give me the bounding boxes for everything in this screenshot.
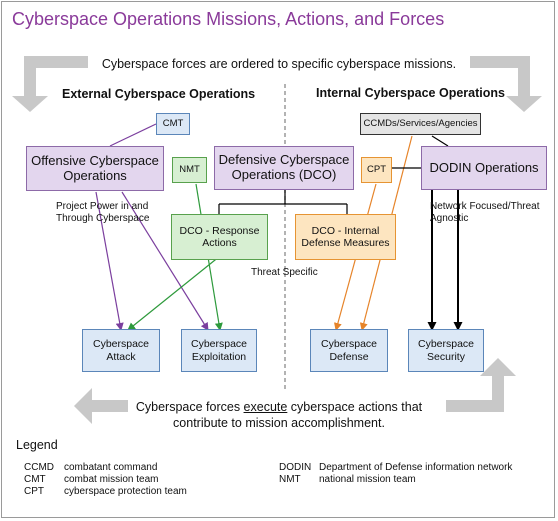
dco-node: Defensive Cyberspace Operations (DCO)	[214, 146, 354, 190]
ccmds-node: CCMDs/Services/Agencies	[360, 113, 481, 135]
top-statement: Cyberspace forces are ordered to specifi…	[101, 57, 457, 71]
legend-abbr: CMT	[24, 474, 46, 485]
project-power-label: Project Power in and Through Cyberspace	[56, 201, 150, 224]
bottom-statement-pre: Cyberspace forces	[135, 400, 244, 414]
cmt-node: CMT	[156, 113, 190, 135]
cycle-arrow-top-right	[470, 56, 542, 112]
legend-item: CPT cyberspace protection team	[24, 486, 187, 497]
legend-meaning: combatant command	[64, 462, 158, 473]
network-focused-label: Network Focused/Threat Agnostic	[430, 201, 540, 224]
legend-meaning: combat mission team	[64, 474, 159, 485]
legend-title: Legend	[16, 438, 58, 452]
legend-abbr: CPT	[24, 486, 44, 497]
legend-item: DODIN Department of Defense information n…	[279, 462, 512, 473]
legend-abbr: CCMD	[24, 462, 54, 473]
cyberspace-security-node: Cyberspace Security	[408, 329, 484, 372]
bottom-statement-line2: contribute to mission accomplishment.	[173, 416, 385, 431]
oco-node: Offensive Cyberspace Operations	[26, 146, 164, 191]
dco-bracket	[218, 190, 348, 214]
dodin-ops-node: DODIN Operations	[421, 146, 547, 190]
legend-item: CCMD combatant command	[24, 462, 157, 473]
dco-response-actions-node: DCO - Response Actions	[171, 214, 268, 260]
cycle-arrow-bottom-right	[446, 358, 516, 412]
threat-specific-label: Threat Specific	[251, 267, 318, 278]
cyberspace-exploitation-node: Cyberspace Exploitation	[181, 329, 257, 372]
legend-item: CMT combat mission team	[24, 474, 158, 485]
legend-meaning: Department of Defense information networ…	[319, 462, 513, 473]
legend-abbr: NMT	[279, 474, 301, 485]
page-title: Cyberspace Operations Missions, Actions,…	[12, 9, 445, 29]
internal-heading: Internal Cyberspace Operations	[316, 86, 505, 100]
cycle-arrow-top-left	[12, 56, 88, 112]
dco-internal-defense-node: DCO - Internal Defense Measures	[295, 214, 396, 260]
nmt-node: NMT	[172, 157, 207, 183]
bottom-statement-post: cyberspace actions that	[287, 400, 423, 414]
bottom-statement: Cyberspace forces execute cyberspace act…	[0, 399, 558, 432]
cmt-to-oco-line	[109, 123, 157, 147]
oco-to-exploitation-arrow	[121, 191, 209, 331]
bottom-statement-emph: execute	[243, 400, 288, 414]
oco-to-attack-arrow	[95, 191, 124, 331]
external-heading: External Cyberspace Operations	[62, 87, 256, 101]
cyberspace-defense-node: Cyberspace Defense	[310, 329, 388, 372]
cpt-node: CPT	[361, 157, 392, 183]
cyberspace-attack-node: Cyberspace Attack	[82, 329, 160, 372]
legend-meaning: national mission team	[319, 474, 416, 485]
legend-meaning: cyberspace protection team	[64, 486, 187, 497]
legend-item: NMT national mission team	[279, 474, 416, 485]
nmt-to-attack-arrow	[127, 255, 221, 331]
ccmds-to-dodin-line	[431, 135, 449, 147]
cycle-arrow-bottom-left	[74, 388, 128, 424]
legend-abbr: DODIN	[279, 462, 312, 473]
